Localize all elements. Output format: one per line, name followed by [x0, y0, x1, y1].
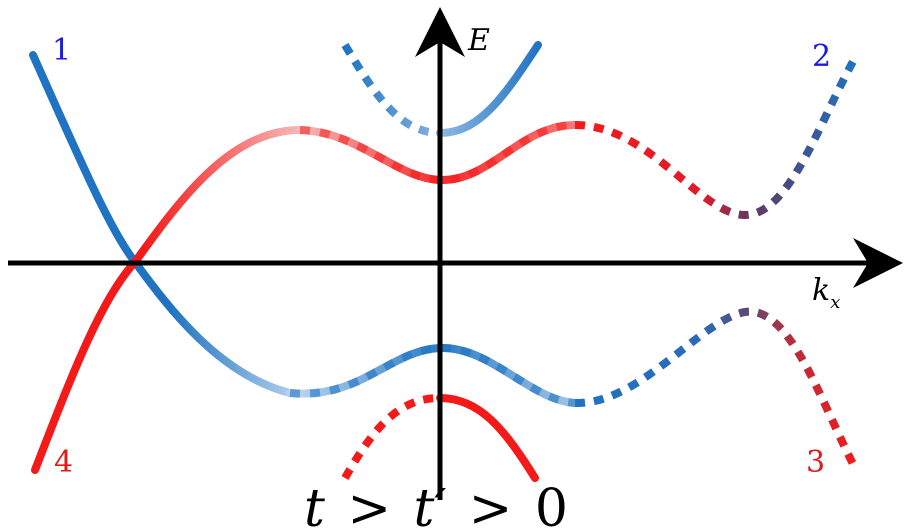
condition-t: t	[304, 479, 325, 529]
band-label-4: 4	[54, 445, 73, 480]
band-bottom-parabola-solid	[436, 394, 539, 482]
condition-gt-2: >	[469, 479, 513, 529]
y-axis-label: E	[467, 23, 490, 58]
condition-label: t > t′ > 0	[304, 479, 568, 529]
band-label-1: 1	[52, 33, 71, 68]
condition-t-prime: t′	[414, 479, 447, 529]
condition-gt-1: >	[347, 479, 391, 529]
band-lower-mid-dashed	[289, 343, 576, 407]
band-bottom-parabola-dotted	[341, 394, 441, 480]
band-top-parabola-dotted	[341, 42, 441, 137]
condition-zero: 0	[535, 479, 568, 529]
band-label-3: 3	[806, 445, 825, 480]
x-axis-label-subscript: x	[830, 292, 840, 313]
x-axis-label: kx	[812, 273, 840, 313]
band-right-lower-dotted	[574, 307, 859, 470]
band-label-2: 2	[812, 39, 831, 74]
band-right-upper-dotted	[574, 56, 859, 220]
band-top-parabola-solid	[436, 41, 542, 137]
